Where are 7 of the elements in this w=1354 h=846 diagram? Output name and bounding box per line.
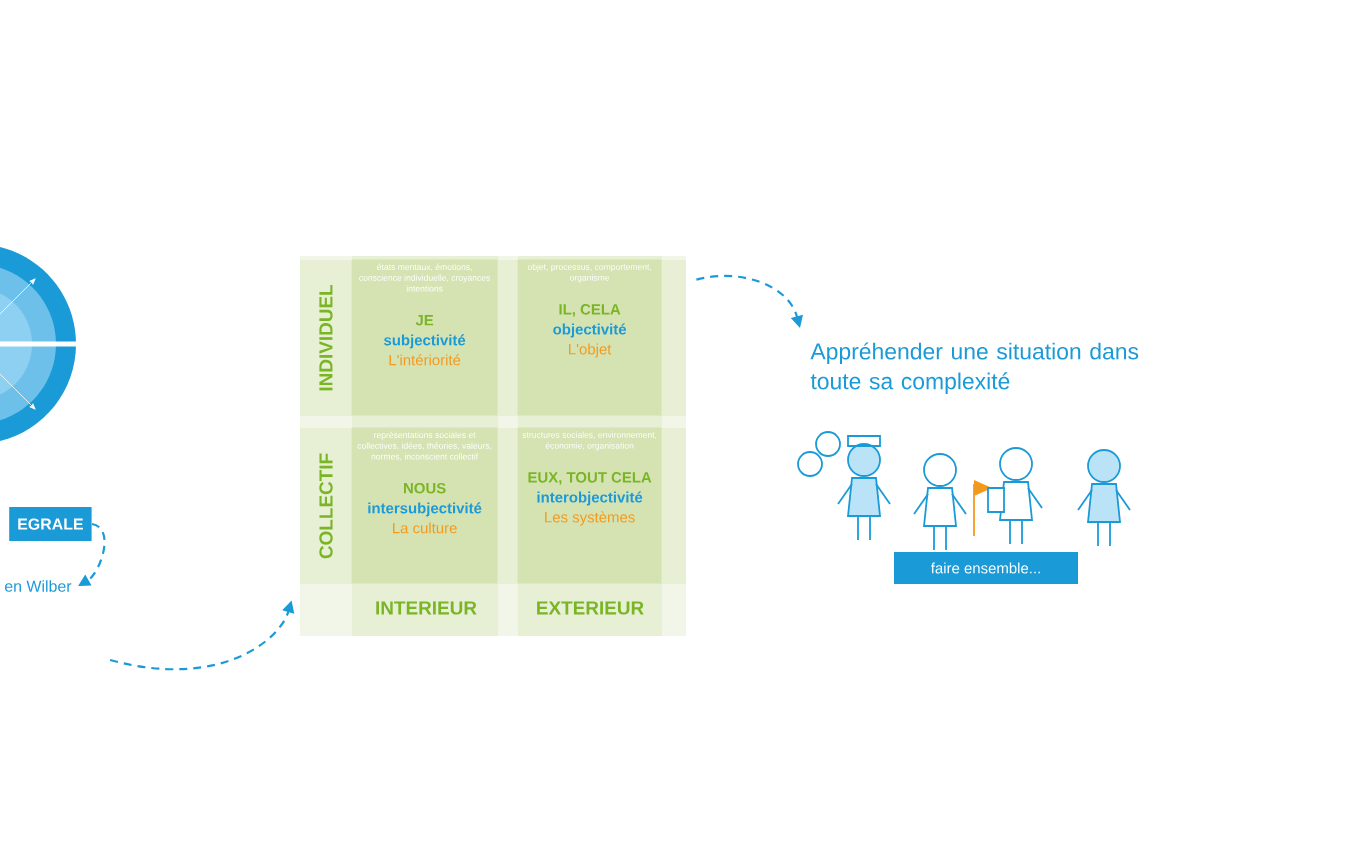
- people-drawing: [797, 431, 1131, 551]
- axis-heading: INDIVIDUEL: [319, 284, 333, 391]
- heading-text: Appréhender une situation dans toute sa complexité: [810, 342, 1139, 394]
- circle-drawing: [0, 244, 80, 444]
- axis-heading: EXTERIEUR: [537, 601, 644, 615]
- axis-heading: INTERIEUR: [376, 601, 477, 615]
- axis-heading: COLLECTIF: [319, 453, 333, 559]
